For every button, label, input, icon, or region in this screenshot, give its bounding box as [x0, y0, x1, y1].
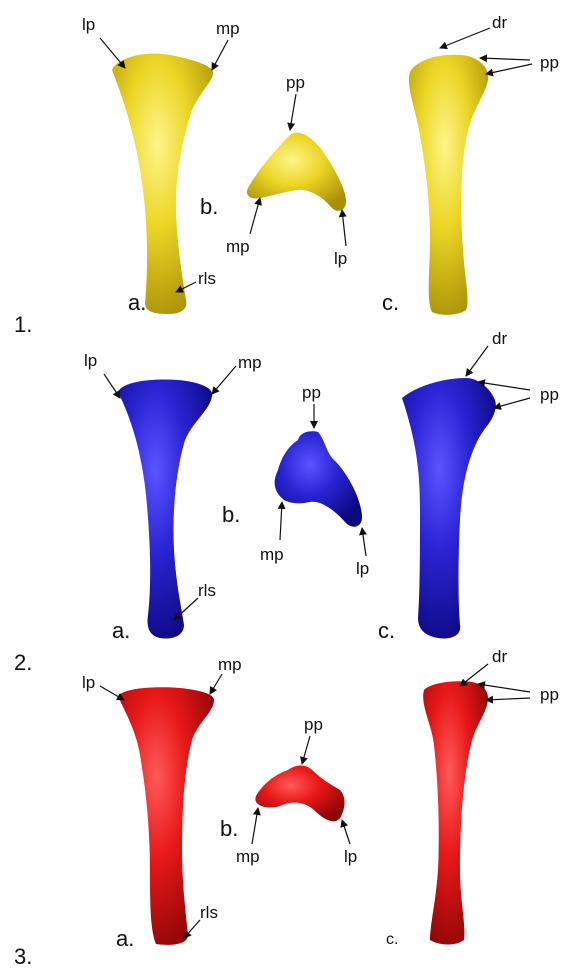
pointer-1c-pp-top	[480, 58, 530, 60]
pointer-1a-lp	[100, 38, 125, 68]
label-3b-mp: mp	[236, 848, 260, 865]
letter-1a: a.	[128, 292, 146, 314]
label-1c-dr: dr	[492, 14, 507, 31]
bone-1c	[409, 55, 488, 315]
label-2b-pp: pp	[302, 384, 321, 401]
label-2c-pp: pp	[540, 386, 559, 403]
label-1c-pp: pp	[540, 54, 559, 71]
row-number-3: 3.	[14, 946, 32, 968]
pointer-1c-dr	[440, 28, 490, 48]
pointer-3a-lp	[100, 686, 124, 700]
pointer-1c-pp-bottom	[486, 64, 532, 74]
letter-3b: b.	[220, 818, 238, 840]
label-1a-rls: rls	[198, 270, 216, 287]
pointer-2a-lp	[104, 374, 120, 398]
label-1b-pp: pp	[286, 74, 305, 91]
label-2c-dr: dr	[492, 330, 507, 347]
label-3b-lp: lp	[344, 848, 357, 865]
bone-2c	[402, 378, 496, 638]
row-number-2: 2.	[14, 652, 32, 674]
pointer-3b-pp	[302, 736, 310, 764]
bone-1b	[247, 133, 346, 211]
letter-1c: c.	[382, 292, 399, 314]
label-2a-mp: mp	[238, 354, 262, 371]
letter-3c: c.	[386, 932, 398, 948]
letter-2b: b.	[222, 504, 240, 526]
pointer-3c-pp-bottom	[486, 698, 530, 700]
label-2b-lp: lp	[356, 560, 369, 577]
letter-2c: c.	[378, 620, 395, 642]
bone-2b	[275, 431, 362, 526]
bone-3c	[423, 681, 488, 944]
letter-2a: a.	[112, 620, 130, 642]
label-1b-lp: lp	[334, 250, 347, 267]
label-2a-rls: rls	[198, 582, 216, 599]
pointer-2b-mp	[280, 502, 282, 540]
label-3a-rls: rls	[200, 904, 218, 921]
label-3b-pp: pp	[304, 716, 323, 733]
pointer-1b-lp	[342, 210, 346, 246]
pointer-1b-mp	[250, 198, 260, 234]
pointer-2c-pp-bottom	[494, 398, 530, 408]
pointer-3a-mp	[210, 674, 222, 694]
letter-1b: b.	[200, 196, 218, 218]
pointer-1b-pp	[290, 94, 296, 130]
pointer-1a-mp	[212, 40, 228, 70]
label-3c-pp: pp	[540, 686, 559, 703]
letter-3a: a.	[116, 928, 134, 950]
row-number-1: 1.	[14, 314, 32, 336]
pointer-3b-mp	[252, 808, 258, 844]
pointer-2b-lp	[362, 528, 366, 556]
label-1b-mp: mp	[226, 238, 250, 255]
label-3a-mp: mp	[218, 656, 242, 673]
pointer-3b-lp	[342, 820, 350, 844]
bone-3b	[255, 766, 344, 822]
label-3a-lp: lp	[82, 674, 95, 691]
pointer-2c-dr	[466, 346, 488, 376]
pointer-2a-mp	[212, 366, 236, 394]
label-3c-dr: dr	[492, 648, 507, 665]
label-1a-lp: lp	[82, 16, 95, 33]
label-2b-mp: mp	[260, 546, 284, 563]
label-2a-lp: lp	[84, 352, 97, 369]
label-1a-mp: mp	[216, 20, 240, 37]
